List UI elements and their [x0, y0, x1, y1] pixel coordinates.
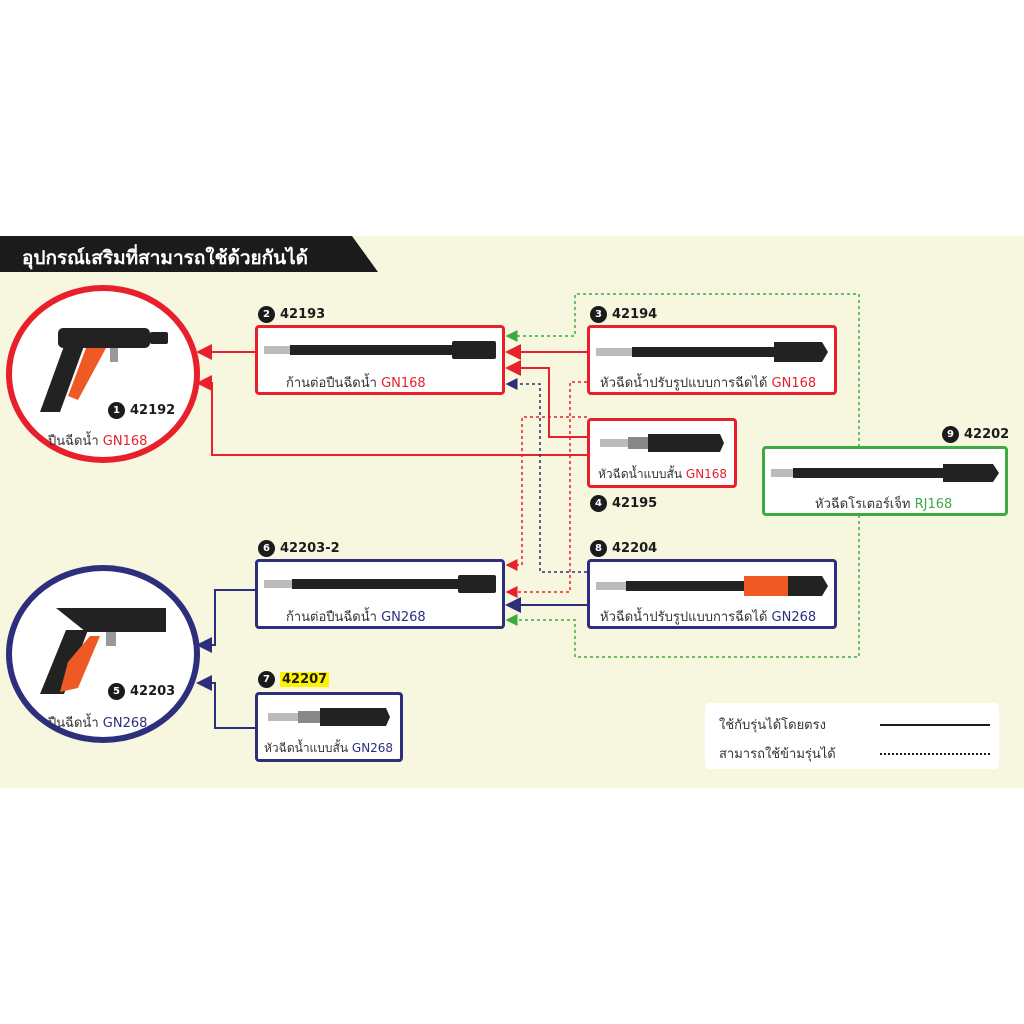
item-4-code: 42195 — [612, 496, 658, 511]
item-4-label: หัวฉีดน้ำแบบสั้น GN168 — [598, 465, 727, 484]
item-8-badge: 8 — [590, 540, 607, 557]
item-9-badge: 9 — [942, 426, 959, 443]
item-2-badge: 2 — [258, 306, 275, 323]
legend-solid-line — [880, 724, 990, 726]
item-1-code: 42192 — [130, 403, 176, 418]
item-8-label: หัวฉีดน้ำปรับรูปแบบการฉีดได้ GN268 — [600, 606, 816, 627]
adjustable-nozzle-gn268-icon — [596, 576, 828, 596]
item-4-model: GN168 — [685, 467, 728, 481]
item-6-badge: 6 — [258, 540, 275, 557]
item-7-label: หัวฉีดน้ำแบบสั้น GN268 — [264, 739, 393, 758]
item-8-number: 8 42204 — [590, 540, 657, 557]
item-6-number: 6 42203-2 — [258, 540, 340, 557]
item-4-name: หัวฉีดน้ำแบบสั้น — [598, 467, 683, 481]
wire-4-to-1 — [196, 375, 587, 456]
title-bar — [0, 236, 378, 272]
item-9-model: RJ168 — [914, 497, 953, 512]
extension-lance-gn268-icon — [264, 575, 496, 593]
wire-9-to-2-cross — [505, 293, 860, 447]
wire-9-to-6-cross — [505, 515, 860, 658]
legend-cross-label: สามารถใช้ข้ามรุ่นได้ — [719, 747, 836, 762]
item-6-label: ก้านต่อปืนฉีดน้ำ GN268 — [286, 606, 426, 627]
gun-gn268-circle — [6, 565, 200, 743]
item-9-name: หัวฉีดโรเตอร์เจ็ท — [815, 497, 911, 512]
item-5-code: 42203 — [130, 684, 176, 699]
adjustable-nozzle-gn168-box: หัวฉีดน้ำปรับรูปแบบการฉีดได้ GN168 — [587, 325, 837, 395]
item-2-code: 42193 — [280, 307, 326, 322]
extension-lance-icon — [264, 341, 496, 359]
spray-gun-gn268-icon — [40, 608, 166, 694]
legend-dotted-line — [880, 753, 990, 755]
item-6-model: GN268 — [381, 610, 426, 625]
item-2-label: ก้านต่อปืนฉีดน้ำ GN168 — [286, 372, 426, 393]
item-6-code: 42203-2 — [280, 541, 340, 556]
item-1-model: GN168 — [102, 434, 148, 449]
item-8-code: 42204 — [612, 541, 658, 556]
item-7-model: GN268 — [351, 741, 394, 755]
item-1-label: ปืนฉีดน้ำ GN168 — [48, 430, 147, 451]
item-7-badge: 7 — [258, 671, 275, 688]
item-1-number: 1 42192 — [108, 402, 175, 419]
item-5-number: 5 42203 — [108, 683, 175, 700]
extension-gn168-box: ก้านต่อปืนฉีดน้ำ GN168 — [255, 325, 505, 395]
extension-gn268-box: ก้านต่อปืนฉีดน้ำ GN268 — [255, 559, 505, 629]
item-5-label: ปืนฉีดน้ำ GN268 — [48, 712, 147, 733]
item-7-code: 42207 — [280, 672, 330, 687]
item-5-name: ปืนฉีดน้ำ — [48, 716, 99, 731]
legend-direct-label: ใช้กับรุ่นได้โดยตรง — [719, 718, 826, 733]
adjustable-nozzle-gn268-box: หัวฉีดน้ำปรับรูปแบบการฉีดได้ GN268 — [587, 559, 837, 629]
item-8-model: GN268 — [771, 610, 817, 625]
wire-8-to-2-cross — [505, 378, 587, 573]
item-3-label: หัวฉีดน้ำปรับรูปแบบการฉีดได้ GN168 — [600, 372, 816, 393]
adjustable-nozzle-icon — [596, 342, 828, 362]
item-7-name: หัวฉีดน้ำแบบสั้น — [264, 741, 349, 755]
rotor-jet-rj168-box: หัวฉีดโรเตอร์เจ็ท RJ168 — [762, 446, 1008, 516]
item-6-name: ก้านต่อปืนฉีดน้ำ — [286, 610, 377, 625]
item-3-name: หัวฉีดน้ำปรับรูปแบบการฉีดได้ — [600, 376, 768, 391]
item-7-number: 7 42207 — [258, 671, 330, 688]
item-9-code: 42202 — [964, 427, 1010, 442]
item-9-label: หัวฉีดโรเตอร์เจ็ท RJ168 — [815, 493, 952, 514]
item-3-code: 42194 — [612, 307, 658, 322]
short-nozzle-icon — [600, 434, 724, 452]
rotor-jet-icon — [771, 464, 999, 482]
short-nozzle-gn268-box: หัวฉีดน้ำแบบสั้น GN268 — [255, 692, 403, 762]
wire-7-to-5 — [196, 675, 255, 729]
page-title: อุปกรณ์เสริมที่สามารถใช้ด้วยกันได้ — [22, 247, 309, 269]
item-2-model: GN168 — [381, 376, 426, 391]
item-4-number: 4 42195 — [590, 495, 657, 512]
short-nozzle-gn168-box: หัวฉีดน้ำแบบสั้น GN168 — [587, 418, 737, 488]
wire-3-to-6-cross — [505, 381, 587, 598]
item-5-model: GN268 — [102, 716, 148, 731]
short-nozzle-gn268-icon — [268, 708, 390, 726]
legend: ใช้กับรุ่นได้โดยตรง สามารถใช้ข้ามรุ่นได้ — [705, 703, 999, 769]
wire-6-to-5 — [196, 589, 255, 653]
item-9-number: 9 42202 — [942, 426, 1009, 443]
item-1-name: ปืนฉีดน้ำ — [48, 434, 99, 449]
wire-4-to-6-cross — [505, 416, 587, 571]
item-4-badge: 4 — [590, 495, 607, 512]
item-1-badge: 1 — [108, 402, 125, 419]
item-8-name: หัวฉีดน้ำปรับรูปแบบการฉีดได้ — [600, 610, 768, 625]
wire-4-to-2 — [505, 360, 587, 438]
item-3-badge: 3 — [590, 306, 607, 323]
item-2-name: ก้านต่อปืนฉีดน้ำ — [286, 376, 377, 391]
item-2-number: 2 42193 — [258, 306, 325, 323]
item-5-badge: 5 — [108, 683, 125, 700]
item-3-number: 3 42194 — [590, 306, 657, 323]
item-3-model: GN168 — [771, 376, 817, 391]
spray-gun-gn168-icon — [40, 328, 168, 412]
gun-gn168-circle — [6, 285, 200, 463]
